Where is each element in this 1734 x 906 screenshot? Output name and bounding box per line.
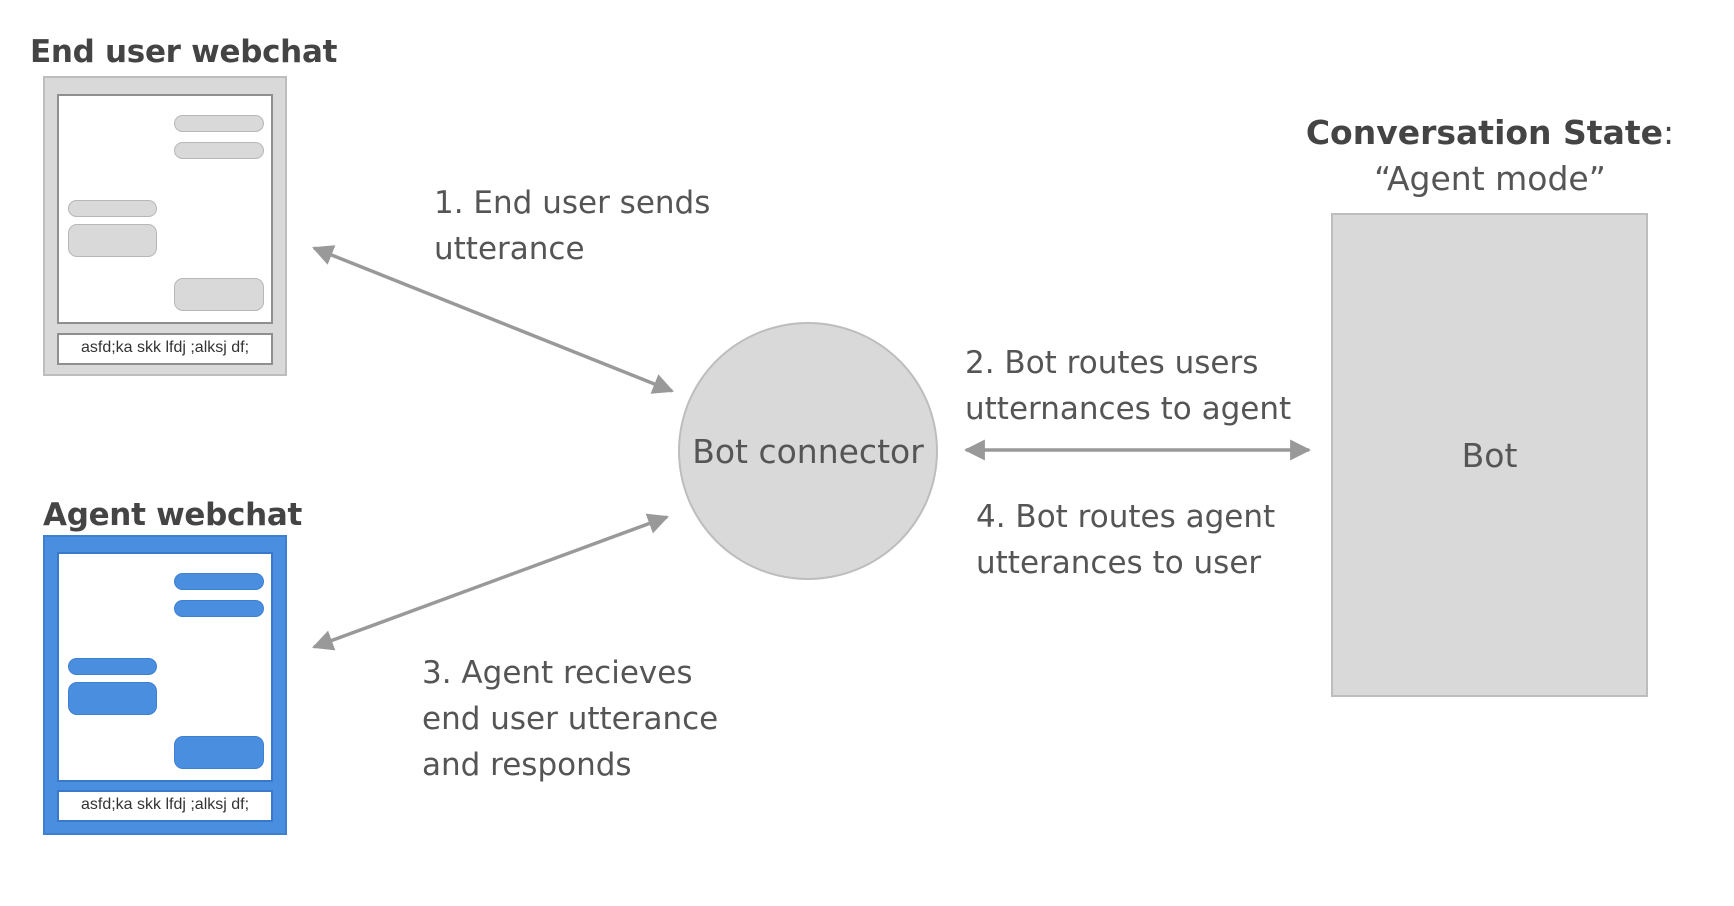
- bot-connector-node: Bot connector: [678, 322, 938, 580]
- chat-bubble-incoming: [68, 682, 157, 715]
- conversation-state-header: Conversation State: “Agent mode”: [1260, 110, 1720, 202]
- agent-chat-screen: [57, 552, 273, 782]
- arrow-user-connector: [312, 245, 674, 394]
- end-user-chat-screen: [57, 94, 273, 324]
- chat-bubble-incoming: [68, 224, 157, 257]
- agent-webchat-window: asfd;ka skk lfdj ;alksj df;: [43, 535, 287, 835]
- end-user-message-input[interactable]: asfd;ka skk lfdj ;alksj df;: [57, 333, 273, 365]
- chat-bubble-outgoing: [174, 573, 264, 590]
- step-3-label: 3. Agent recieves end user utterance and…: [422, 655, 719, 783]
- end-user-webchat-title: End user webchat: [30, 34, 338, 70]
- bot-node: Bot: [1331, 213, 1648, 697]
- chat-bubble-outgoing: [174, 142, 264, 159]
- chat-bubble-outgoing: [174, 115, 264, 132]
- agent-message-input[interactable]: asfd;ka skk lfdj ;alksj df;: [57, 790, 273, 822]
- agent-webchat-title: Agent webchat: [43, 497, 303, 533]
- chat-bubble-outgoing: [174, 600, 264, 617]
- bot-connector-label: Bot connector: [692, 431, 924, 471]
- bot-label: Bot: [1461, 435, 1518, 475]
- chat-bubble-incoming: [68, 658, 157, 675]
- arrow-agent-connector: [312, 513, 669, 651]
- chat-bubble-outgoing: [174, 278, 264, 311]
- chat-bubble-incoming: [68, 200, 157, 217]
- conversation-state-colon: :: [1663, 113, 1675, 152]
- conversation-state-title: Conversation State: [1305, 113, 1664, 152]
- chat-bubble-outgoing: [174, 736, 264, 769]
- conversation-state-value: “Agent mode”: [1374, 159, 1606, 198]
- end-user-webchat-window: asfd;ka skk lfdj ;alksj df;: [43, 76, 287, 376]
- step-2-label: 2. Bot routes users utternances to agent: [965, 345, 1292, 427]
- step-4-label: 4. Bot routes agent utterances to user: [976, 499, 1276, 581]
